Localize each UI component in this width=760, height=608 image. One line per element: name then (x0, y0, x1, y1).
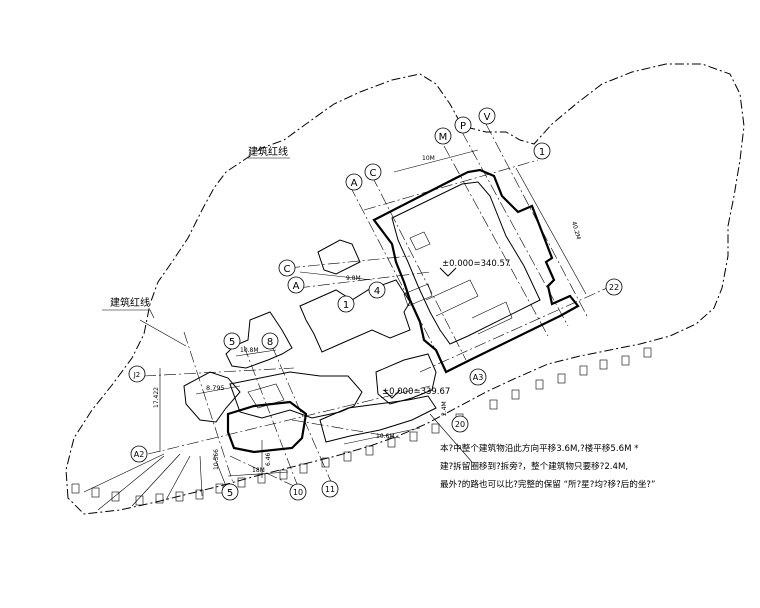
bottom-building (226, 400, 308, 454)
axis-bubble-11: 11 (321, 480, 339, 498)
svg-text:A2: A2 (134, 450, 145, 459)
svg-text:20: 20 (455, 420, 465, 429)
middle-building-outline (299, 279, 411, 353)
note-line-2: 建?拆留圈移到?拆旁?，整个建筑物只要移?2.4M, (440, 462, 629, 472)
axis-bubble-22: 22 (605, 278, 623, 296)
svg-text:P: P (460, 121, 466, 132)
axis-bubble-A3: A3 (469, 368, 487, 386)
small-block-top (317, 239, 361, 275)
svg-text:10: 10 (293, 488, 303, 497)
dim-10m: 10M (422, 155, 435, 162)
connector-building (319, 395, 437, 443)
svg-text:A: A (293, 281, 300, 292)
axis-bubble-V: V (478, 107, 496, 125)
axis-bubble-P: P (454, 116, 472, 134)
axis-bubble-8: 8 (261, 332, 279, 350)
left-court-building (229, 371, 363, 419)
svg-text:5: 5 (227, 488, 233, 499)
axis-bubble-M: M (434, 127, 452, 145)
svg-text:22: 22 (609, 283, 619, 292)
axis-bubble-1-top: 1 (533, 142, 551, 160)
elevation-label-lower: ±0.000=339.67 (382, 387, 450, 397)
svg-text:A: A (351, 178, 358, 189)
upper-building-outline (372, 168, 580, 374)
upper-building-inner (391, 181, 541, 345)
svg-text:1: 1 (539, 147, 545, 158)
elevation-label-upper: ±0.000=340.57 (442, 259, 510, 269)
dim-18m: 18M (252, 467, 265, 474)
left-lower-building (183, 371, 241, 423)
axis-bubble-5-bottom: 5 (221, 483, 239, 501)
dim-8-795: 8.795 (206, 384, 225, 392)
redline-leader-2b (149, 309, 155, 319)
axis-lines (143, 123, 617, 493)
note-line-1: 本?中整个建筑物沿此方向平移3.6M,?楼平移5.6M * (440, 444, 639, 454)
axis-bubble-A-mid: A (287, 276, 305, 294)
upper-inner-partition-3 (409, 231, 431, 251)
dim-9-8m: 9.8M (346, 275, 361, 282)
axis-bubble-4: 4 (368, 281, 386, 299)
svg-text:V: V (484, 112, 491, 123)
svg-text:11: 11 (325, 485, 335, 494)
axis-bubble-J2: J2 (128, 365, 146, 383)
site-boundary-line (65, 63, 745, 515)
elevation-marker-upper (439, 267, 457, 277)
svg-text:1: 1 (343, 300, 349, 311)
court-partition (247, 383, 285, 409)
upper-inner-partition-4 (403, 283, 433, 307)
axis-bubble-1-mid: 1 (337, 295, 355, 313)
axis-bubble-20: 20 (451, 415, 469, 433)
dim-10-8m-a: 10.8M (240, 347, 259, 354)
axis-bubble-A2: A2 (130, 445, 148, 463)
axis-bubble-C-mid: C (278, 259, 296, 277)
redline-label-2: 建筑红线 (110, 296, 150, 309)
svg-text:5: 5 (229, 337, 235, 348)
svg-text:4: 4 (374, 286, 380, 297)
dim-17-422: 17.422 (153, 387, 160, 408)
axis-bubble-C-top: C (364, 163, 382, 181)
svg-text:C: C (284, 264, 291, 275)
elevation-marker-lower (383, 389, 401, 399)
svg-text:8: 8 (267, 337, 273, 348)
redline-label-1: 建筑红线 (248, 145, 288, 158)
dim-40-2m: 40.2M (570, 221, 582, 241)
svg-text:J2: J2 (133, 371, 141, 379)
axis-bubble-10: 10 (289, 483, 307, 501)
dim-2-4m: 2.4M (441, 401, 448, 416)
svg-text:M: M (439, 132, 448, 143)
axis-bubble-A-top: A (345, 173, 363, 191)
dim-6-46: 6.46 (265, 452, 272, 466)
revision-notes: 本?中整个建筑物沿此方向平移3.6M,?楼平移5.6M * 建?拆留圈移到?拆旁… (440, 440, 700, 494)
upper-inner-partition-1 (425, 279, 479, 317)
svg-text:A3: A3 (473, 373, 484, 382)
note-line-3: 最外?的路也可以比?完整的保留 “所?星?均?移?后的坐?” (440, 480, 656, 490)
dim-10-566: 10.566 (213, 449, 220, 470)
axis-bubble-5-left: 5 (223, 332, 241, 350)
svg-text:C: C (370, 168, 377, 179)
dim-10-6m: 10.6M (376, 433, 395, 440)
upper-inner-partition-2 (471, 301, 513, 335)
